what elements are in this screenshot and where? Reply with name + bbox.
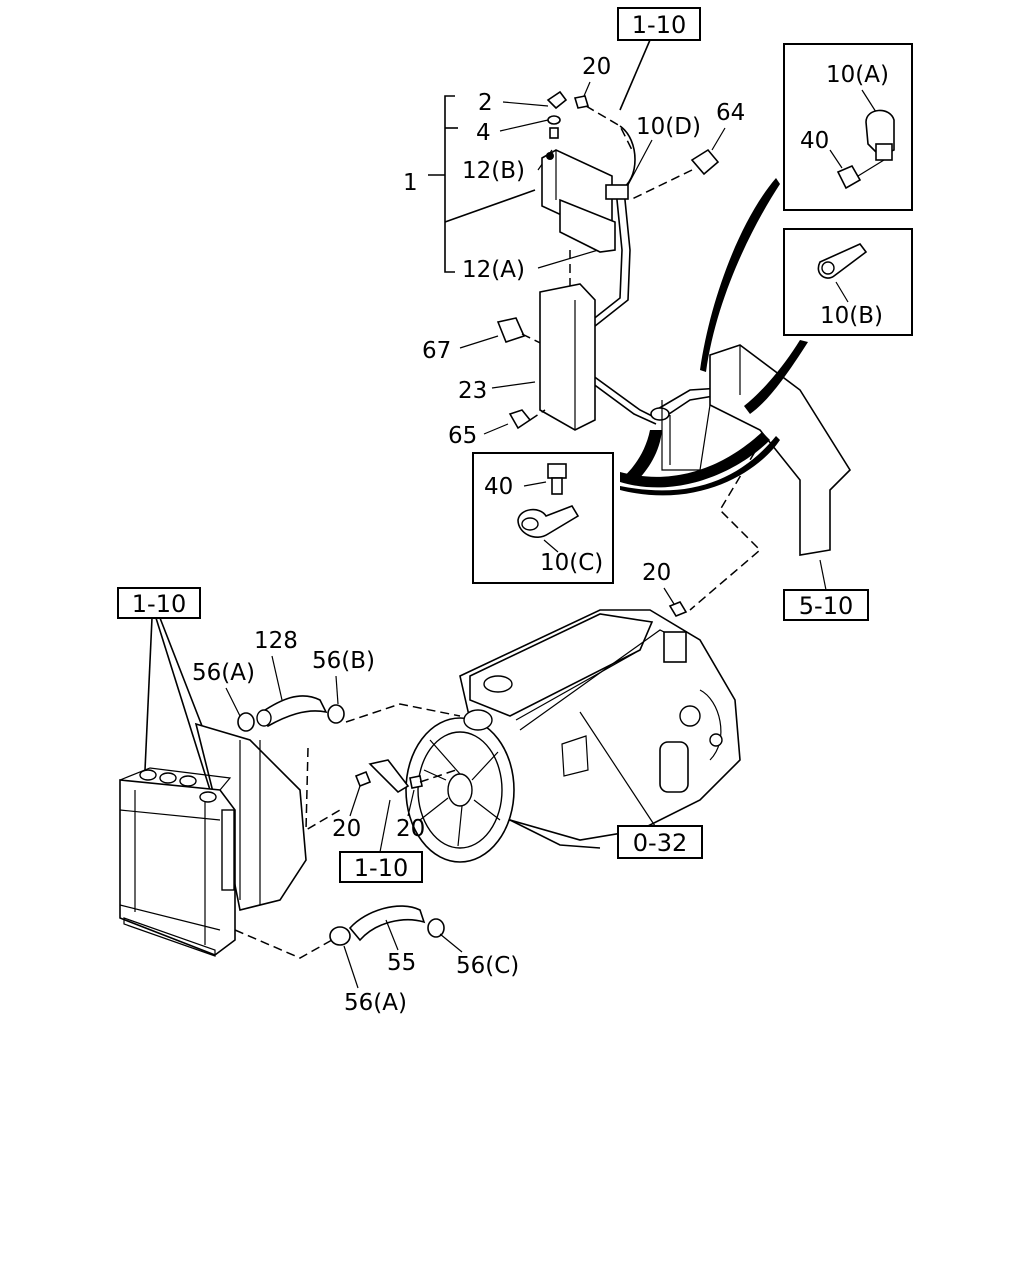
oil-pipe-upper <box>619 125 636 191</box>
hose-clamp-20-left-a[interactable] <box>354 770 372 788</box>
label-inset-10b: 10(B) <box>820 303 883 329</box>
hose-clamp-20-top[interactable] <box>573 95 590 109</box>
label-67: 67 <box>422 338 451 364</box>
label-56a-bottom: 56(A) <box>344 990 407 1016</box>
ref-box-0-32-label: 0-32 <box>633 829 687 857</box>
clamp-56b[interactable] <box>327 704 345 724</box>
plug-12b[interactable] <box>549 127 559 139</box>
label-20-l1: 20 <box>332 816 361 842</box>
label-12a: 12(A) <box>462 257 525 283</box>
label-inset-40c: 40 <box>484 474 513 500</box>
ref-box-mid[interactable] <box>339 851 423 883</box>
ref-box-0-32[interactable] <box>617 825 703 859</box>
ref-box-left-label: 1-10 <box>132 590 186 618</box>
label-inset-10c: 10(C) <box>540 550 603 576</box>
label-1: 1 <box>403 170 418 196</box>
lower-hose-55[interactable] <box>348 905 426 942</box>
pipe-clip-10d[interactable] <box>605 184 629 200</box>
cooler-bracket-12a[interactable] <box>559 198 616 253</box>
ref-box-5-10-label: 5-10 <box>799 592 853 620</box>
ref-box-top[interactable] <box>617 7 701 41</box>
label-4: 4 <box>476 120 491 146</box>
ref-box-5-10[interactable] <box>783 589 869 621</box>
ref-box-mid-label: 1-10 <box>354 854 408 882</box>
label-65: 65 <box>448 423 477 449</box>
nut-65[interactable] <box>508 409 532 430</box>
clamp-56c[interactable] <box>427 918 445 938</box>
clamp-56a-top[interactable] <box>237 712 255 732</box>
callout-wedge-c <box>620 432 770 488</box>
label-12b: 12(B) <box>462 158 525 184</box>
label-56b: 56(B) <box>312 648 375 674</box>
inset-box-10b <box>783 228 913 336</box>
label-64: 64 <box>716 100 745 126</box>
callout-wedge-a <box>700 178 780 372</box>
label-10d: 10(D) <box>636 114 701 140</box>
label-56c: 56(C) <box>456 953 519 979</box>
clamp-56a-bottom[interactable] <box>329 926 351 946</box>
label-128: 128 <box>254 628 298 654</box>
label-inset-10a: 10(A) <box>826 62 889 88</box>
ref-box-left[interactable] <box>117 587 201 619</box>
label-inset-40a: 40 <box>800 128 829 154</box>
elbow-fitting-2[interactable] <box>546 90 568 110</box>
bolt-67[interactable] <box>496 317 526 343</box>
oil-cooler-assembly: 1-10 1 2 4 12(B) 12(A) 20 <box>403 7 852 611</box>
ref-box-top-label: 1-10 <box>632 11 686 39</box>
oil-filler <box>663 631 687 663</box>
hose-clamp-20-right[interactable] <box>668 601 688 617</box>
inset-10b: 10(B) <box>783 228 913 336</box>
bypass-hose[interactable] <box>368 759 410 794</box>
label-20-l2: 20 <box>396 816 425 842</box>
bolt-64[interactable] <box>690 148 720 176</box>
bolt-40-a[interactable] <box>836 164 862 190</box>
bolt-40-c[interactable] <box>547 463 567 479</box>
engine <box>405 609 741 863</box>
label-2: 2 <box>478 90 493 116</box>
label-20-right: 20 <box>642 560 671 586</box>
leader-ref-top <box>619 39 651 111</box>
label-55: 55 <box>387 950 416 976</box>
label-56a-top: 56(A) <box>192 660 255 686</box>
oil-filter <box>659 741 689 793</box>
inset-10c: 40 10(C) <box>472 452 614 584</box>
inset-10a: 10(A) 40 <box>783 43 913 211</box>
label-20-top: 20 <box>582 54 611 80</box>
bracket-1 <box>444 95 455 273</box>
radiator-assembly: 1-10 128 56(A) 56(B) 20 <box>117 587 519 1016</box>
callout-wedge-b <box>744 340 808 414</box>
label-23: 23 <box>458 378 487 404</box>
washer-4[interactable] <box>547 115 561 125</box>
upper-hose-128[interactable] <box>261 695 328 728</box>
pipe-bracket-23[interactable] <box>539 283 596 431</box>
hose-clamp-20-left-b[interactable] <box>409 775 423 789</box>
pipe-joint-left <box>650 407 670 421</box>
